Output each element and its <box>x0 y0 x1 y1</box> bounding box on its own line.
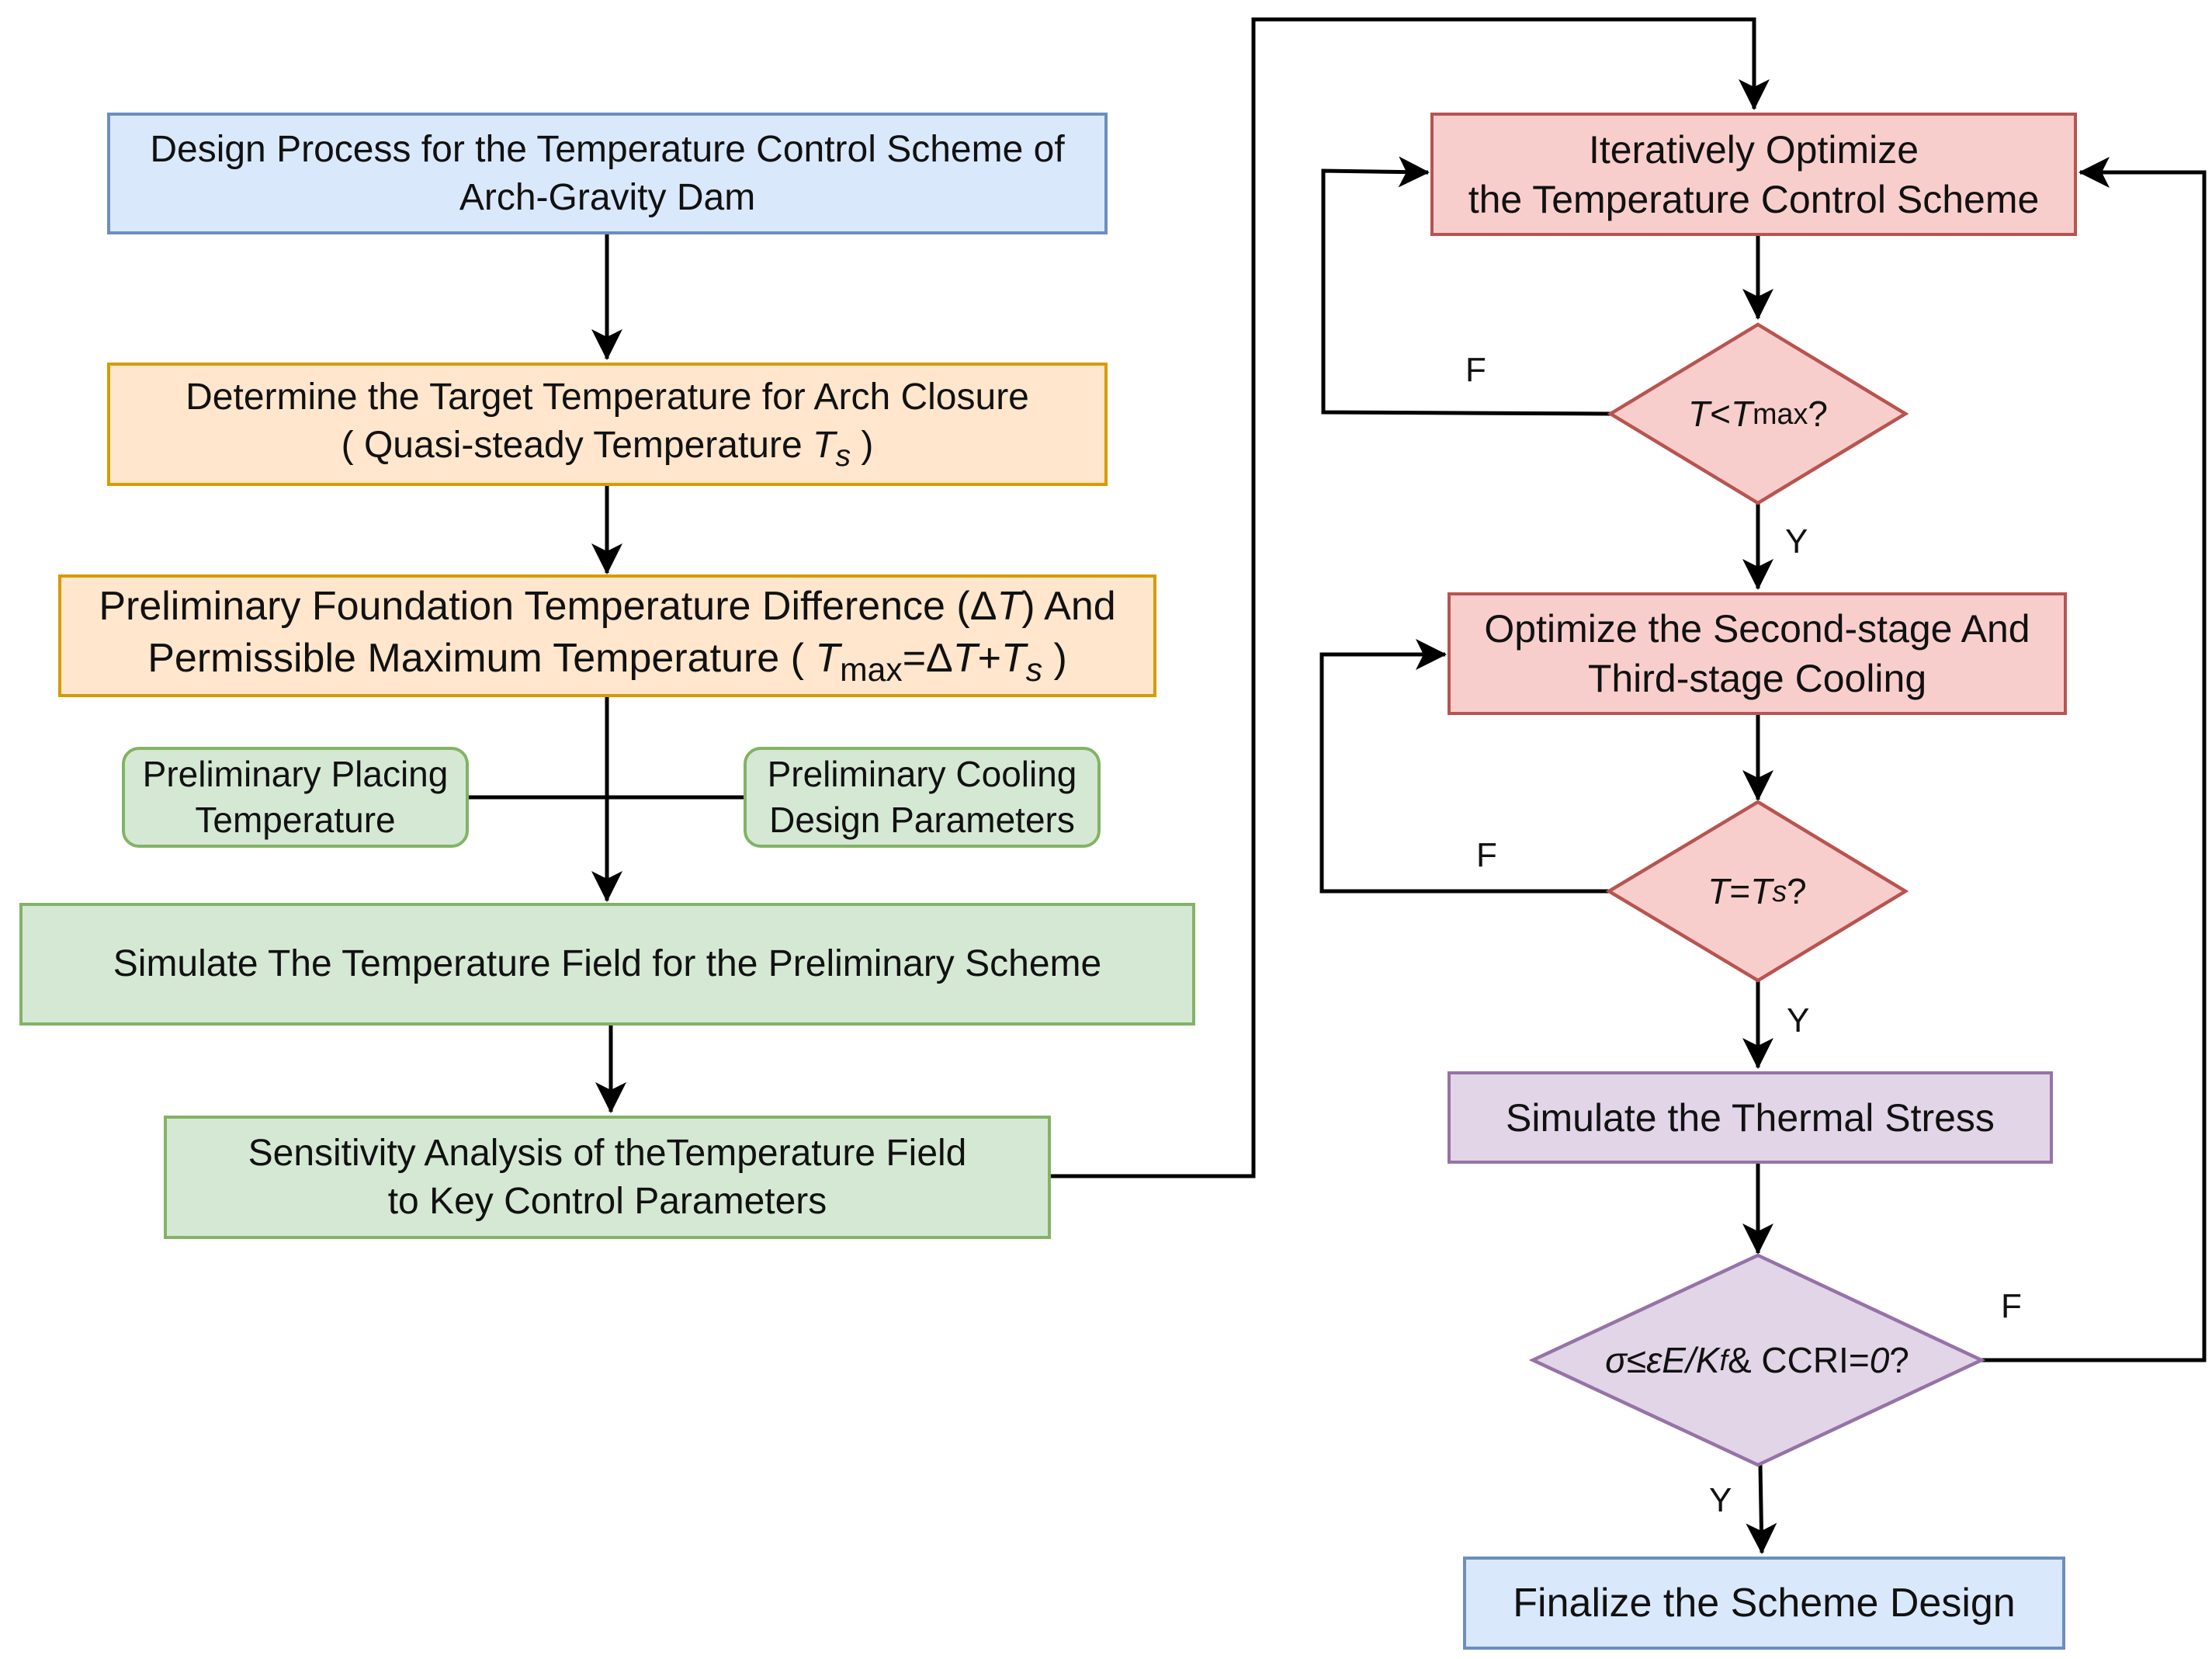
design-process-line2: Arch-Gravity Dam <box>459 176 756 218</box>
target-temperature-line1: Determine the Target Temperature for Arc… <box>185 377 1029 418</box>
simulate-temperature-line1: Simulate The Temperature Field for the P… <box>113 943 1102 985</box>
true-label-stress: Y <box>1709 1481 1732 1519</box>
preliminary-placing-box: Preliminary Placing Temperature <box>122 747 469 848</box>
decision-diamond-ts <box>1605 800 1909 983</box>
decision-diamond-tmax <box>1607 322 1909 505</box>
preliminary-cooling-line1: Preliminary Cooling <box>767 754 1077 795</box>
preliminary-foundation-line1: Preliminary Foundation Temperature Diffe… <box>99 583 1116 629</box>
iteratively-optimize-line2: the Temperature Control Scheme <box>1468 177 2040 221</box>
target-temperature-line2: ( Quasi-steady Temperature Ts ) <box>341 424 874 473</box>
preliminary-placing-line1: Preliminary Placing <box>142 754 449 795</box>
arrow-tmax-false-loop <box>1321 156 1611 416</box>
preliminary-cooling-box: Preliminary Cooling Design Parameters <box>744 747 1101 848</box>
simulate-temperature-box: Simulate The Temperature Field for the P… <box>19 903 1195 1026</box>
decision-diamond-stress <box>1528 1253 1986 1467</box>
simulate-stress-box: Simulate the Thermal Stress <box>1448 1071 2053 1164</box>
finalize-line1: Finalize the Scheme Design <box>1513 1580 2016 1626</box>
iteratively-optimize-line1: Iteratively Optimize <box>1588 127 1919 172</box>
optimize-second-stage-line1: Optimize the Second-stage And <box>1484 607 2030 651</box>
preliminary-foundation-box: Preliminary Foundation Temperature Diffe… <box>58 574 1156 697</box>
iteratively-optimize-box: Iteratively Optimize the Temperature Con… <box>1430 113 2077 236</box>
true-label-ts: Y <box>1787 1001 1810 1039</box>
sensitivity-analysis-line2: to Key Control Parameters <box>387 1180 827 1222</box>
arrow-stress-yes-to-finalize <box>1746 1464 1777 1554</box>
true-label-tmax: Y <box>1785 522 1808 561</box>
arrow-stress-false-loop <box>1981 157 2207 1362</box>
target-temperature-box: Determine the Target Temperature for Arc… <box>107 363 1108 486</box>
false-label-tmax: F <box>1465 351 1486 389</box>
simulate-stress-line1: Simulate the Thermal Stress <box>1506 1095 1995 1140</box>
arrow-ts-false-loop <box>1319 639 1609 894</box>
preliminary-cooling-line2: Design Parameters <box>769 800 1075 840</box>
preliminary-placing-line2: Temperature <box>195 800 396 840</box>
design-process-box: Design Process for the Temperature Contr… <box>107 113 1108 234</box>
sensitivity-analysis-line1: Sensitivity Analysis of theTemperature F… <box>248 1133 967 1175</box>
false-label-ts: F <box>1476 836 1497 874</box>
arrow-sensitivity-to-optimize <box>1049 17 1770 1178</box>
optimize-second-stage-line2: Third-stage Cooling <box>1587 657 1927 700</box>
sensitivity-analysis-box: Sensitivity Analysis of theTemperature F… <box>164 1116 1051 1239</box>
optimize-second-stage-box: Optimize the Second-stage And Third-stag… <box>1448 592 2067 715</box>
false-label-stress: F <box>2001 1287 2022 1325</box>
preliminary-foundation-line2: Permissible Maximum Temperature ( Tmax=Δ… <box>147 635 1067 689</box>
finalize-box: Finalize the Scheme Design <box>1463 1557 2065 1650</box>
design-process-line1: Design Process for the Temperature Contr… <box>150 129 1065 171</box>
